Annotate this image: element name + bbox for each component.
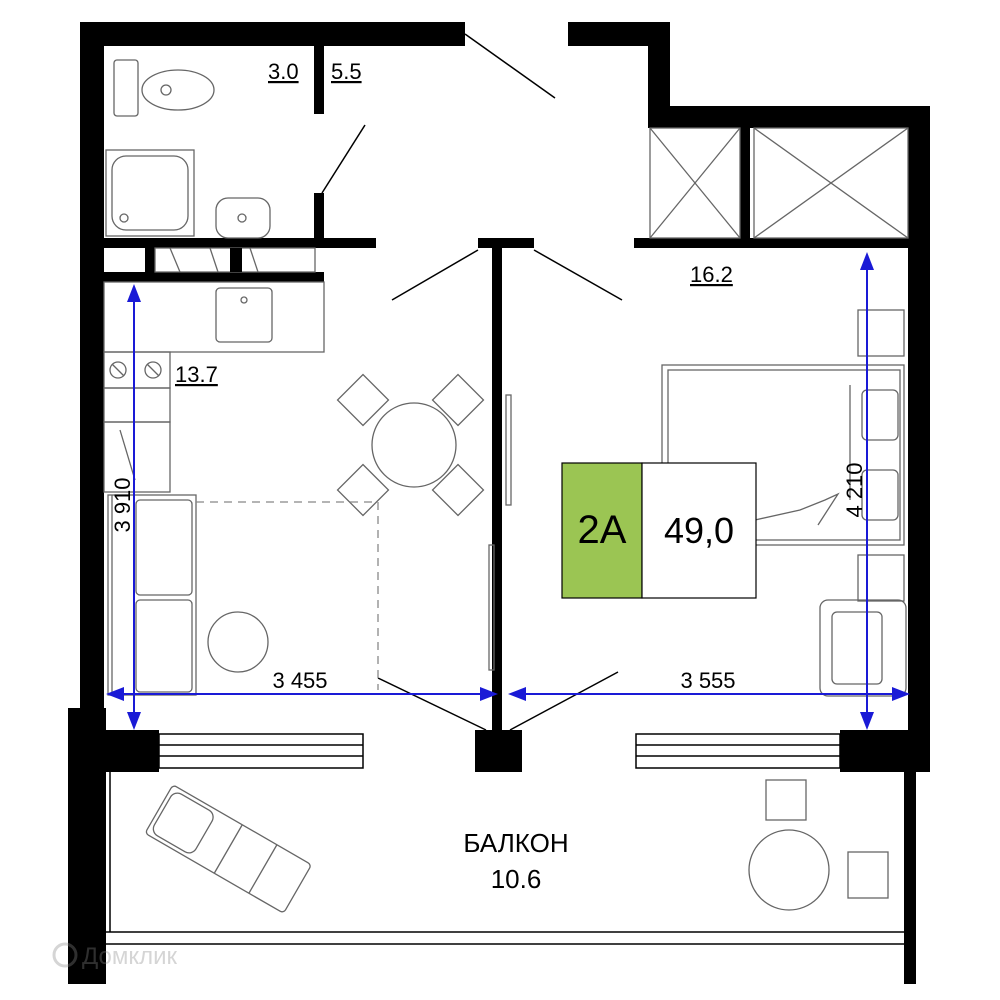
- doors: [321, 33, 623, 731]
- apartment-area-box: [641, 462, 757, 599]
- kitchen-depth-dimension: 3 910: [110, 477, 135, 532]
- toilet-icon: [113, 59, 215, 117]
- watermark-logo-icon: [52, 942, 78, 968]
- bedroom-width-dimension: 3 555: [680, 668, 735, 693]
- sink-icon: [215, 287, 273, 343]
- apartment-type-box: [561, 462, 643, 599]
- dimension-lines: [106, 252, 910, 730]
- lounger-icon: [145, 785, 311, 913]
- dining-table-icon: [336, 373, 485, 517]
- balcony-furniture: [145, 779, 889, 913]
- table-icon: [748, 829, 830, 911]
- apartment-total-area-label: 49,0: [664, 510, 734, 551]
- nightstand-icon: [857, 554, 905, 602]
- walls: [68, 22, 930, 984]
- apartment-type-label: 2A: [578, 508, 627, 552]
- bedroom-depth-dimension: 4 210: [842, 462, 867, 517]
- cabinet-icon: [154, 247, 316, 273]
- windows: [106, 733, 904, 945]
- kitchen-furniture: [103, 281, 512, 696]
- armchair-icon: [819, 599, 907, 697]
- bedroom-furniture: [649, 127, 909, 697]
- apartment-badge: 2A 49,0: [561, 462, 757, 599]
- bathroom-fixtures: [105, 59, 316, 273]
- chair-icon: [847, 851, 889, 899]
- stove-icon: [103, 351, 171, 389]
- pouf-icon: [207, 611, 269, 673]
- balcony-name-label: БАЛКОН: [463, 828, 568, 858]
- watermark-text: Домклик: [82, 943, 178, 970]
- bedroom-area-label: 16.2: [690, 262, 733, 287]
- nightstand-icon: [857, 309, 905, 357]
- washbasin-icon: [215, 197, 271, 239]
- chair-icon: [765, 779, 807, 821]
- wardrobe-icon: [649, 127, 909, 239]
- sofa-icon: [107, 494, 197, 696]
- shower-tray-icon: [105, 149, 195, 237]
- hall-area-label: 5.5: [331, 59, 362, 84]
- kitchen-area-label: 13.7: [175, 362, 218, 387]
- bathroom-area-label: 3.0: [268, 59, 299, 84]
- bed-icon: [661, 364, 905, 546]
- balcony-area-label: 10.6: [491, 864, 542, 894]
- kitchen-width-dimension: 3 455: [272, 668, 327, 693]
- watermark: Домклик: [52, 942, 178, 970]
